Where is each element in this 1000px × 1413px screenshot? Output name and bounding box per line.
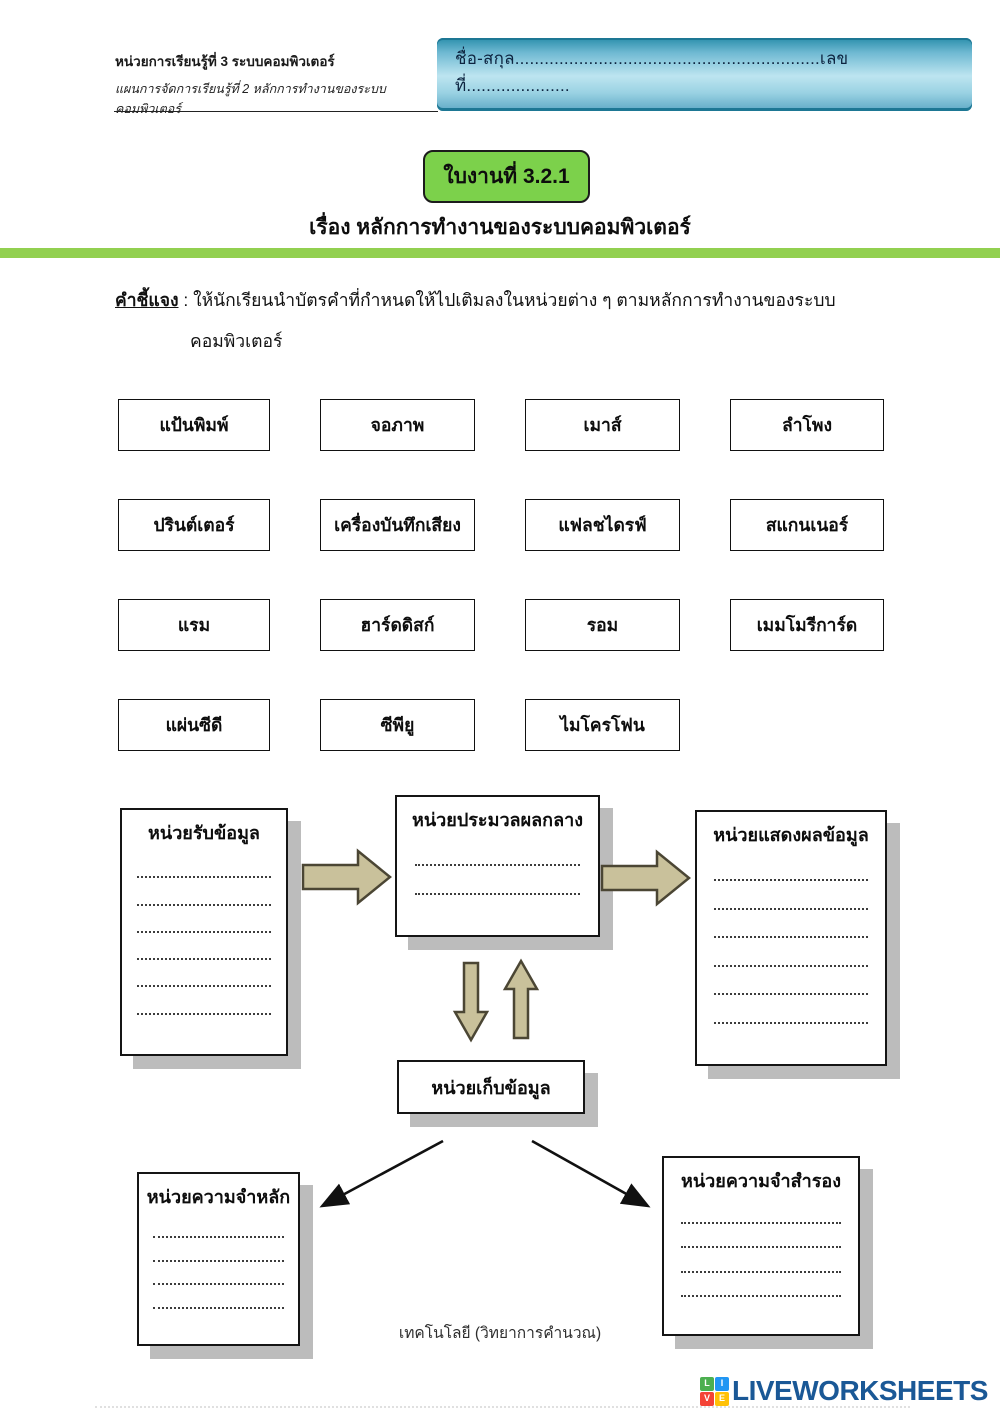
answer-blank[interactable] (415, 864, 580, 867)
word-card[interactable]: ฮาร์ดดิสก์ (320, 599, 475, 651)
footer-subject: เทคโนโลยี (วิทยาการคำนวณ) (398, 1325, 602, 1342)
input-unit-title: หน่วยรับข้อมูล (148, 823, 260, 843)
secondary-memory-blanks (664, 1195, 858, 1334)
cpu-unit-box: หน่วยประมวลผลกลาง (395, 795, 600, 937)
word-card[interactable]: ซีพียู (320, 699, 475, 751)
output-unit-box: หน่วยแสดงผลข้อมูล (695, 810, 887, 1066)
secondary-memory-box: หน่วยความจำสำรอง (662, 1156, 860, 1336)
word-card[interactable]: เมาส์ (525, 399, 680, 451)
output-unit-title: หน่วยแสดงผลข้อมูล (713, 825, 869, 845)
word-card-grid: แป้นพิมพ์ จอภาพ เมาส์ ลำโพงปรินต์เตอร์ เครื่… (118, 399, 884, 751)
name-field-label: ชื่อ-สกุล...............................… (455, 49, 849, 95)
storage-unit-title: หน่วยเก็บข้อมูล (431, 1077, 551, 1098)
word-card[interactable]: ไมโครโฟน (525, 699, 680, 751)
input-unit-box: หน่วยรับข้อมูล (120, 808, 288, 1056)
arrow-to-main-memory-icon (319, 1139, 444, 1208)
answer-blank[interactable] (713, 1021, 869, 1024)
arrow-storage-to-cpu-icon (502, 958, 540, 1040)
cpu-unit-title: หน่วยประมวลผลกลาง (412, 810, 583, 830)
word-card[interactable]: เครื่องบันทึกเสียง (320, 499, 475, 551)
answer-blank[interactable] (136, 985, 272, 988)
main-memory-title: หน่วยความจำหลัก (146, 1187, 291, 1207)
storage-branch-arrows (319, 1139, 651, 1208)
arrow-to-secondary-memory-icon (531, 1139, 651, 1208)
answer-blank[interactable] (153, 1236, 284, 1239)
accent-bar (0, 248, 1000, 258)
logo-wordmark: LIVEWORKSHEETS (732, 1375, 988, 1406)
name-field-box[interactable]: ชื่อ-สกุล...............................… (437, 38, 972, 111)
instruction-line-1: คำชี้แจง : ให้นักเรียนนำบัตรคำที่กำหนดให… (115, 288, 905, 313)
main-memory-blanks (139, 1211, 298, 1344)
secondary-memory-title: หน่วยความจำสำรอง (681, 1171, 841, 1191)
answer-blank[interactable] (415, 892, 580, 895)
arrow-input-to-cpu-icon (301, 848, 392, 906)
header-unit-line: หน่วยการเรียนรู้ที่ 3 ระบบคอมพิวเตอร์ (115, 54, 335, 69)
word-card[interactable]: ลำโพง (730, 399, 884, 451)
logo-tile-i-icon: I (715, 1376, 729, 1391)
word-card[interactable]: แฟลชไดรฟ์ (525, 499, 680, 551)
arrow-cpu-to-output-icon (600, 849, 691, 907)
answer-blank[interactable] (153, 1259, 284, 1262)
answer-blank[interactable] (136, 930, 272, 933)
answer-blank[interactable] (713, 964, 869, 967)
word-card[interactable]: ปรินต์เตอร์ (118, 499, 270, 551)
answer-blank[interactable] (713, 993, 869, 996)
header-divider (114, 111, 438, 112)
answer-blank[interactable] (153, 1306, 284, 1309)
logo-tile-v-icon: V (700, 1391, 714, 1406)
answer-blank[interactable] (681, 1246, 841, 1249)
answer-blank[interactable] (713, 936, 869, 939)
answer-blank[interactable] (136, 1012, 272, 1015)
answer-blank[interactable] (713, 879, 869, 882)
logo-tile-e-icon: E (715, 1391, 729, 1406)
storage-unit-box: หน่วยเก็บข้อมูล (397, 1060, 585, 1114)
answer-blank[interactable] (136, 876, 272, 879)
word-card[interactable]: จอภาพ (320, 399, 475, 451)
cpu-unit-blanks (397, 834, 598, 935)
answer-blank[interactable] (153, 1283, 284, 1286)
word-card[interactable]: สแกนเนอร์ (730, 499, 884, 551)
word-card[interactable]: รอม (525, 599, 680, 651)
arrow-cpu-to-storage-icon (452, 961, 490, 1043)
answer-blank[interactable] (136, 958, 272, 961)
logo-tile-l-icon: L (700, 1376, 714, 1391)
main-memory-box: หน่วยความจำหลัก (137, 1172, 300, 1346)
cutoff-text-strip (95, 1406, 910, 1408)
instruction-text: : ให้นักเรียนนำบัตรคำที่กำหนดให้ไปเติมลง… (178, 290, 836, 310)
header-plan-line: แผนการจัดการเรียนรู้ที่ 2 หลักการทำงานขอ… (115, 82, 386, 116)
answer-blank[interactable] (681, 1295, 841, 1298)
instruction-line-2: คอมพิวเตอร์ (190, 331, 283, 352)
input-unit-blanks (122, 847, 286, 1054)
answer-blank[interactable] (681, 1270, 841, 1273)
answer-blank[interactable] (136, 903, 272, 906)
output-unit-blanks (697, 849, 885, 1064)
header: หน่วยการเรียนรู้ที่ 3 ระบบคอมพิวเตอร์ แผ… (115, 50, 445, 119)
answer-blank[interactable] (713, 907, 869, 910)
answer-blank[interactable] (681, 1221, 841, 1224)
word-card[interactable]: เมมโมรีการ์ด (730, 599, 884, 651)
word-card[interactable]: แป้นพิมพ์ (118, 399, 270, 451)
page-title: เรื่อง หลักการทำงานของระบบคอมพิวเตอร์ (309, 216, 691, 239)
instruction-label: คำชี้แจง (115, 290, 179, 310)
worksheet-badge: ใบงานที่ 3.2.1 (423, 150, 590, 203)
instructions: คำชี้แจง : ให้นักเรียนนำบัตรคำที่กำหนดให… (115, 288, 905, 355)
word-card[interactable]: แรม (118, 599, 270, 651)
word-card[interactable]: แผ่นซีดี (118, 699, 270, 751)
